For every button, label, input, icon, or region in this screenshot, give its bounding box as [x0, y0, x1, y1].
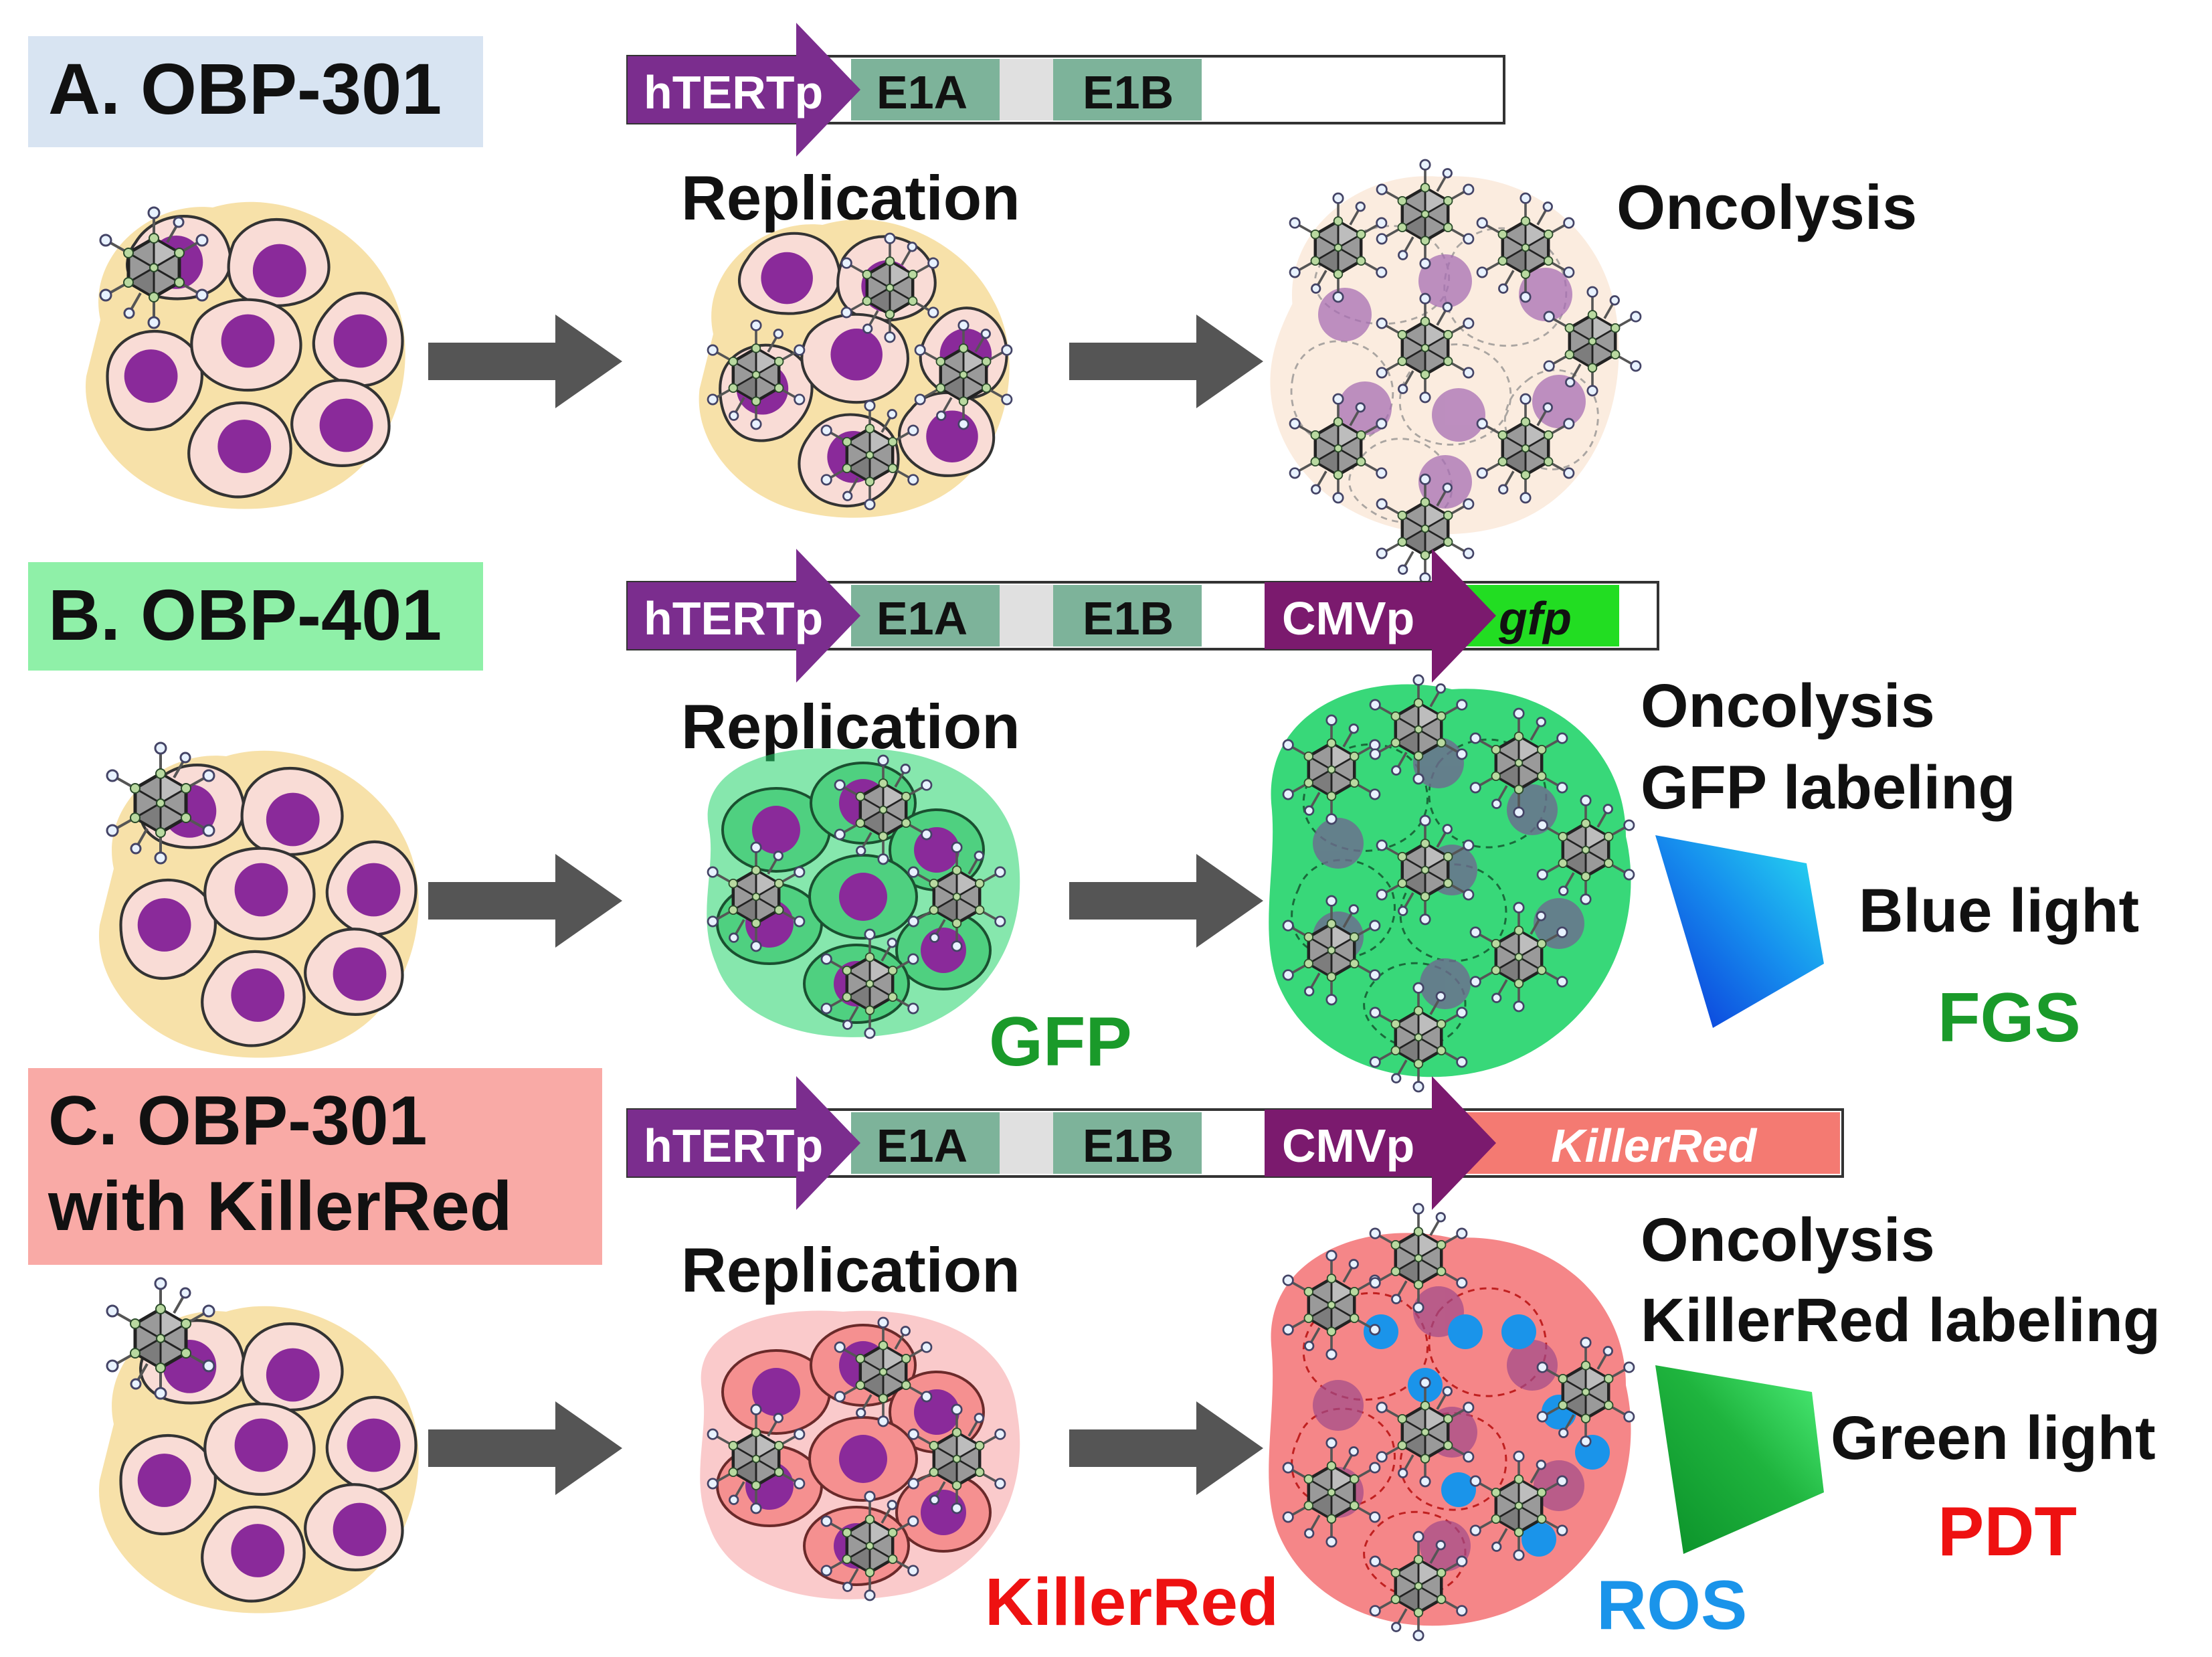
- process-arrow: [428, 1401, 622, 1495]
- htertp-label: hTERTp: [644, 66, 823, 118]
- cmvp-label: CMVp: [1282, 592, 1414, 644]
- killerred-gene-label: KillerRed: [1551, 1120, 1758, 1172]
- section-c-title-line2: with KillerRed: [48, 1168, 512, 1245]
- process-arrow: [428, 315, 622, 408]
- process-arrow: [1069, 1401, 1263, 1495]
- blue-light-label: Blue light: [1859, 877, 2139, 945]
- killerred-reporter-label: KillerRed: [985, 1565, 1279, 1640]
- result-label-b-line1: Oncolysis: [1641, 672, 1935, 740]
- construct-c: hTERTp E1A E1B CMVp KillerRed: [626, 1076, 1844, 1210]
- construct-b: hTERTp E1A E1B CMVp gfp: [626, 549, 1659, 683]
- e1b-label: E1B: [1083, 66, 1174, 118]
- ros-label: ROS: [1596, 1567, 1747, 1644]
- e1a-label: E1A: [877, 66, 967, 118]
- section-a-title-bg: [28, 36, 483, 147]
- section-c-title-line1: C. OBP-301: [48, 1082, 427, 1160]
- htertp-promoter-arrow: [628, 23, 860, 157]
- result-label-b-line2: GFP labeling: [1641, 754, 2016, 822]
- tumor-cluster-a1: [86, 202, 405, 509]
- process-arrow: [428, 854, 622, 948]
- gfp-gene-label: gfp: [1498, 592, 1572, 644]
- cmvp-promoter-arrow: [1265, 1076, 1496, 1210]
- section-a-title: A. OBP-301: [48, 48, 442, 129]
- e1b-label: E1B: [1083, 592, 1174, 644]
- result-label-c-line2: KillerRed labeling: [1641, 1286, 2160, 1355]
- htertp-promoter-arrow: [628, 549, 860, 683]
- section-b-title-bg: [28, 562, 483, 671]
- e1a-label: E1A: [877, 592, 967, 644]
- cmvp-promoter-arrow: [1265, 549, 1496, 683]
- e1b-label: E1B: [1083, 1120, 1174, 1172]
- pdt-label: PDT: [1938, 1493, 2077, 1571]
- construct-a: hTERTp E1A E1B: [626, 23, 1505, 157]
- blue-light-beam: [1655, 835, 1824, 1028]
- htertp-promoter-arrow: [628, 1076, 860, 1210]
- fgs-label: FGS: [1938, 979, 2081, 1057]
- htertp-label: hTERTp: [644, 1120, 823, 1172]
- replication-label-c: Replication: [681, 1235, 1020, 1305]
- green-light-beam: [1655, 1365, 1824, 1554]
- gfp-reporter-label: GFP: [989, 1003, 1132, 1081]
- htertp-label: hTERTp: [644, 592, 823, 644]
- gfp-tumor-b2: [707, 748, 1020, 1037]
- section-b-title: B. OBP-401: [48, 574, 442, 655]
- e1a-label: E1A: [877, 1120, 967, 1172]
- process-arrow: [1069, 854, 1263, 948]
- result-label-c-line1: Oncolysis: [1641, 1206, 1935, 1274]
- section-c-title-bg: [28, 1068, 602, 1265]
- result-label-a: Oncolysis: [1617, 172, 1917, 242]
- cmvp-label: CMVp: [1282, 1120, 1414, 1172]
- process-arrow: [1069, 315, 1263, 408]
- green-light-label: Green light: [1831, 1404, 2156, 1472]
